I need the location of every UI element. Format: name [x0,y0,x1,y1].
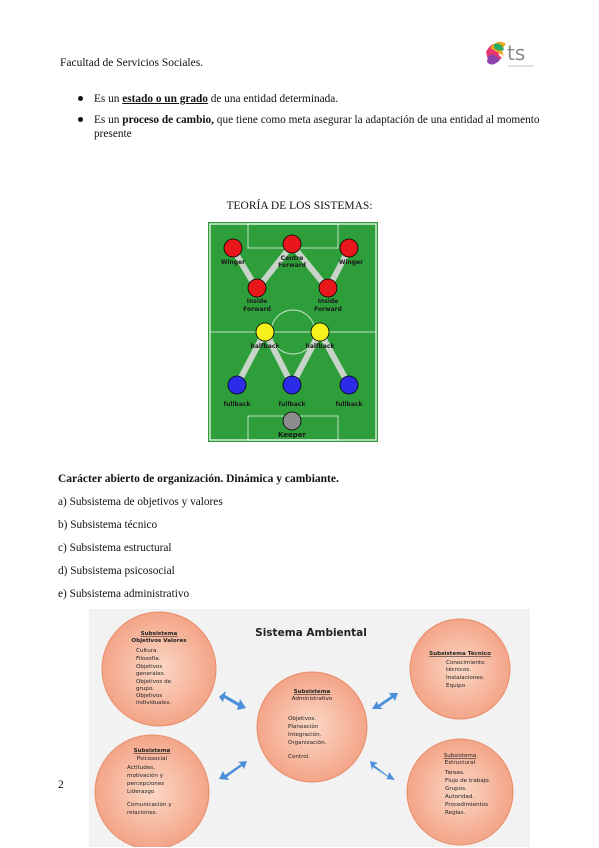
svg-text:Integración.: Integración. [288,731,322,738]
double-arrow-icon [372,693,398,709]
circle-psicosocial [94,734,210,847]
subsystem-item: e) Subsistema administrativo [58,588,190,600]
svg-text:Procedimientos: Procedimientos [445,802,488,808]
label-centre-1: Centre [281,255,304,262]
bullet-dot-icon [78,96,83,101]
bullet-text: de una entidad determinada. [207,93,339,105]
svg-text:Grupos.: Grupos. [445,786,467,792]
svg-text:Planeación: Planeación [288,723,319,730]
label-halfback-left: halfback [251,343,281,350]
svg-text:Objetivos: Objetivos [136,664,162,670]
circle-tecnico [409,618,511,720]
svg-text:relaciones.: relaciones. [127,810,158,816]
svg-text:Objetivos.: Objetivos. [288,716,316,722]
svg-text:Psicosocial: Psicosocial [137,756,168,762]
svg-text:Subsistema: Subsistema [444,753,477,759]
bullet-list: Es un estado o un grado de una entidad d… [78,92,548,148]
svg-text:Objetivos de: Objetivos de [136,679,172,685]
player-inside-forward-right [318,278,338,298]
svg-text:Organización.: Organización. [288,739,327,746]
svg-text:Autoridad.: Autoridad. [445,794,474,800]
svg-text:Conocimiento: Conocimiento [446,660,485,666]
svg-text:Filosofía.: Filosofía. [136,655,161,662]
diagram-title: Sistema Ambiental [255,627,367,639]
bullet-text: Es un [94,93,123,105]
bullet-strong: proceso de cambio, [122,113,214,126]
svg-text:percepciones: percepciones [127,781,164,787]
svg-text:Tareas.: Tareas. [444,770,465,776]
player-halfback-left [255,322,275,342]
player-fullback-left [227,375,247,395]
label-inside-left-1: Inside [247,298,268,305]
subsystem-item: b) Subsistema técnico [58,519,158,531]
svg-text:Subsistema: Subsistema [134,748,171,754]
svg-text:Subsistema: Subsistema [294,689,331,695]
label-inside-left-2: Forward [243,306,271,313]
label-fullback-right: fullback [336,401,364,408]
label-inside-right-1: Inside [318,298,339,305]
svg-text:Estructural: Estructural [445,760,476,766]
label-winger-right: Winger [339,259,363,266]
ts-logo: ts [486,41,534,67]
subsystem-item: d) Subsistema psicosocial [58,565,175,577]
sistema-ambiental-diagram: Sistema Ambiental Subsistema Objetivos V… [89,609,530,847]
logo-text: ts [507,41,525,65]
svg-text:Comunicación y: Comunicación y [127,801,172,808]
player-keeper [282,411,302,431]
bullet-text: que tiene como meta asegurar la adaptaci… [94,113,540,141]
label-winger-left: Winger [221,259,245,266]
subsystem-item: a) Subsistema de objetivos y valores [58,496,223,508]
svg-text:Control.: Control. [288,754,310,760]
circle-estructural [406,738,514,846]
double-arrow-icon [219,761,247,780]
faculty-header: Facultad de Servicios Sociales. [60,57,204,69]
section-title: TEORÍA DE LOS SISTEMAS: [226,200,373,212]
svg-text:Liderazgo: Liderazgo [127,789,155,795]
subsystem-item: c) Subsistema estructural [58,542,172,554]
bullet-item-estado: Es un estado o un grado de una entidad d… [78,92,548,107]
svg-text:Subsistema Técnico: Subsistema Técnico [429,650,491,657]
svg-text:técnicos.: técnicos. [446,666,471,673]
player-fullback-center [282,375,302,395]
bullet-text: Es un [94,113,123,126]
svg-text:motivación y: motivación y [127,772,164,779]
circle-objetivos [101,611,217,727]
svg-text:Cultura.: Cultura. [136,648,158,654]
label-fullback-left: fullback [224,401,252,408]
svg-text:Subsistema: Subsistema [141,631,178,637]
svg-text:Instalaciones.: Instalaciones. [446,675,485,681]
page-number: 2 [58,779,64,791]
circle-administrativo [256,671,368,783]
svg-text:Actitudes,: Actitudes, [127,765,155,771]
double-arrow-icon [370,761,395,780]
svg-text:individuales.: individuales. [136,700,172,706]
player-inside-forward-left [247,278,267,298]
double-arrow-icons [219,691,398,780]
label-halfback-right: halfback [306,343,336,350]
player-fullback-right [339,375,359,395]
double-arrow-icon [219,691,246,710]
logo-graphic-icon [486,41,506,65]
svg-text:Reglas.: Reglas. [445,810,466,816]
svg-text:Administrativo: Administrativo [292,696,333,702]
player-winger-right [339,238,359,258]
bullet-item-proceso: Es un proceso de cambio, que tiene como … [78,113,548,142]
player-halfback-right [310,322,330,342]
football-formation-diagram: Winger Centre Forward Winger Inside Forw… [208,222,378,442]
svg-text:Equipo: Equipo [446,683,466,689]
label-centre-2: Forward [278,262,306,269]
svg-text:generales.: generales. [136,671,166,677]
svg-text:Flujo de trabajo.: Flujo de trabajo. [445,778,491,784]
svg-text:Objetivos: Objetivos [136,693,162,699]
svg-text:grupo.: grupo. [136,686,154,692]
label-inside-right-2: Forward [314,306,342,313]
label-fullback-center: fullback [279,401,307,408]
player-centre-forward [282,234,302,254]
label-keeper: Keeper [278,431,307,439]
bullet-dot-icon [78,116,83,122]
caracter-heading: Carácter abierto de organización. Dinámi… [58,473,339,485]
bullet-strong: estado o un grado [122,93,208,105]
player-winger-left [223,238,243,258]
svg-text:Objetivos Valores: Objetivos Valores [131,638,187,644]
